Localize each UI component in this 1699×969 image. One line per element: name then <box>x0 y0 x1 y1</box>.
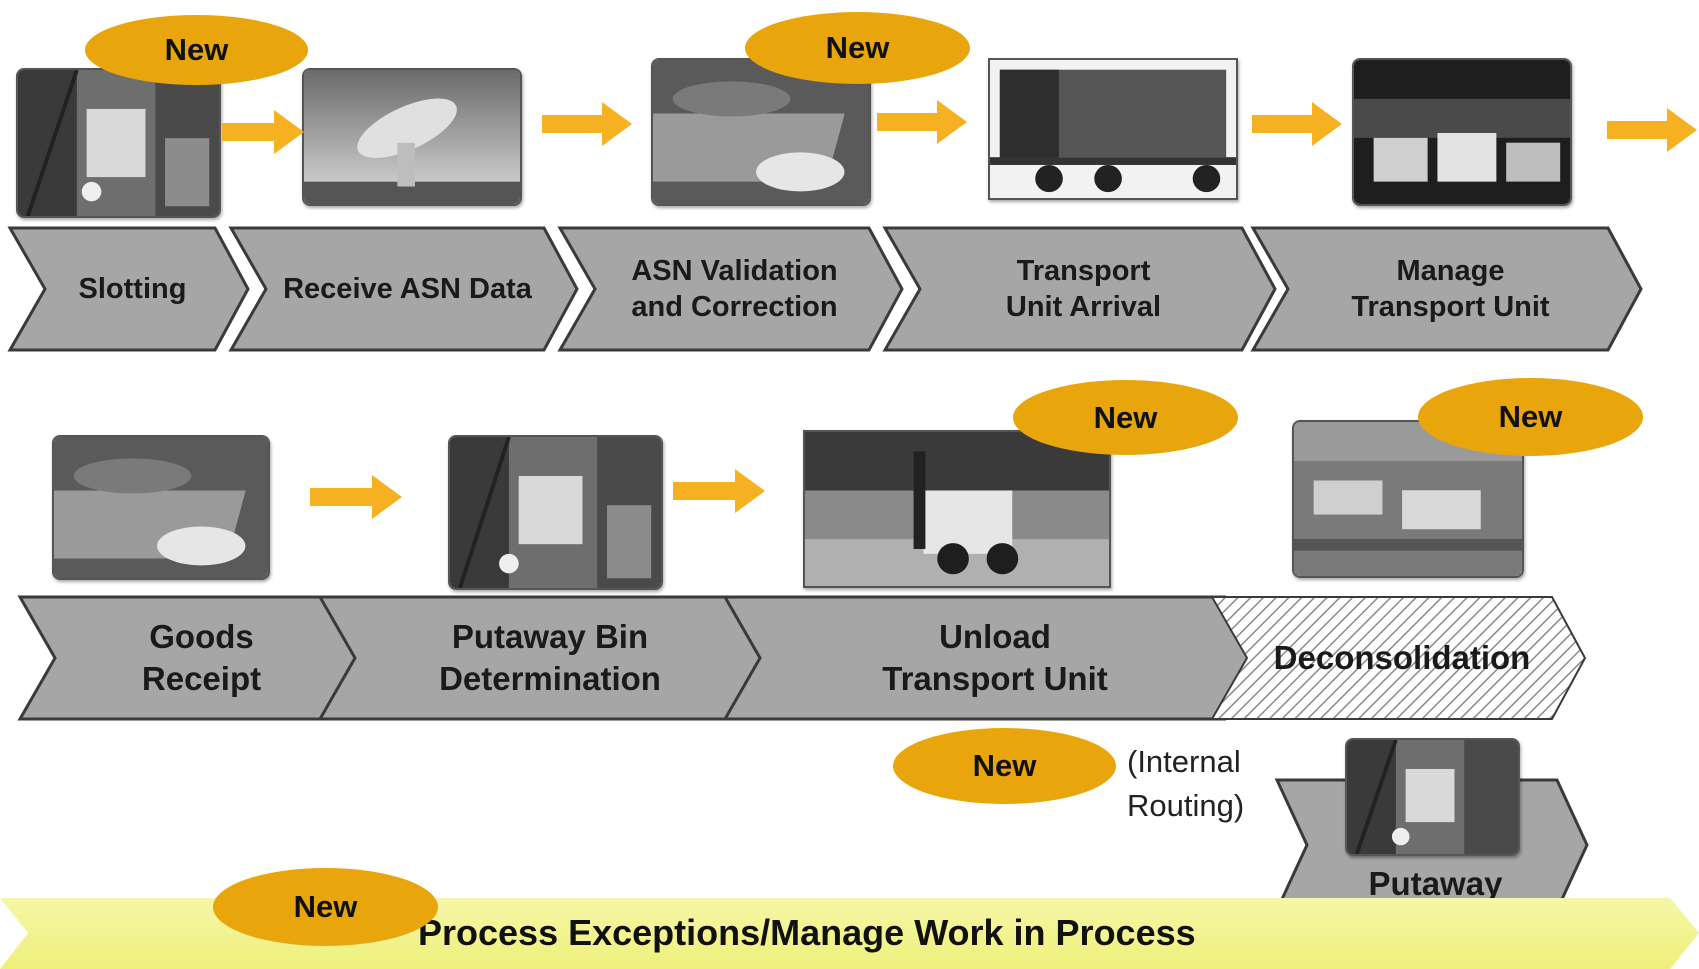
step-putaway-bin-determination: Putaway Bin Determination <box>317 595 775 721</box>
new-badge: New <box>1013 380 1238 455</box>
step-receive-asn-data: Receive ASN Data <box>228 226 579 352</box>
step-label: Receive ASN Data <box>283 273 532 305</box>
step-label: Slotting <box>78 273 187 305</box>
new-badge: New <box>1418 378 1643 456</box>
row1-photo-slotting <box>16 68 221 218</box>
flow-arrow <box>310 475 402 519</box>
flow-arrow <box>542 102 632 146</box>
step-label: Goods Receipt <box>141 618 262 697</box>
step-deconsolidation: Deconsolidation <box>1210 596 1587 720</box>
internal-routing-note: (Internal Routing) <box>1127 744 1245 823</box>
flow-arrow <box>222 110 304 154</box>
step-label: Manage Transport Unit <box>1351 255 1550 323</box>
step-slotting: Slotting <box>7 226 250 352</box>
step-label: Deconsolidation <box>1273 639 1531 676</box>
row2-photo-putaway-bin <box>448 435 663 590</box>
banner-label: Process Exceptions/Manage Work in Proces… <box>418 912 1196 953</box>
new-badge: New <box>893 728 1116 804</box>
row1-photo-transport-arrival <box>988 58 1238 200</box>
flow-arrow <box>1252 102 1342 146</box>
flow-arrow <box>673 469 765 513</box>
step-goods-receipt: Goods Receipt <box>17 595 378 721</box>
new-badge: New <box>213 868 438 946</box>
step-label: ASN Validation and Correction <box>631 255 838 323</box>
row1-photo-asn-validation <box>651 58 871 206</box>
flow-arrow <box>877 100 967 144</box>
new-badge: New <box>745 12 970 84</box>
flow-arrow <box>1607 108 1697 152</box>
row2-photo-unload-transport <box>803 430 1111 588</box>
step-asn-validation: ASN Validation and Correction <box>557 226 904 352</box>
row1-photo-manage-transport <box>1352 58 1572 206</box>
row1-photo-receive-asn <box>302 68 522 206</box>
step-label: Putaway Bin Determination <box>439 618 661 697</box>
step-manage-transport-unit: Manage Transport Unit <box>1250 226 1643 352</box>
row2-photo-deconsolidation <box>1292 420 1524 578</box>
side-photo-putaway <box>1345 738 1520 856</box>
step-unload-transport-unit: Unload Transport Unit <box>722 595 1260 721</box>
new-badge: New <box>85 15 308 85</box>
step-transport-unit-arrival: Transport Unit Arrival <box>882 226 1277 352</box>
step-label: Unload Transport Unit <box>882 618 1108 697</box>
step-label: Transport Unit Arrival <box>1005 255 1162 323</box>
row2-photo-goods-receipt <box>52 435 270 580</box>
step-label: Putaway <box>1368 865 1503 902</box>
